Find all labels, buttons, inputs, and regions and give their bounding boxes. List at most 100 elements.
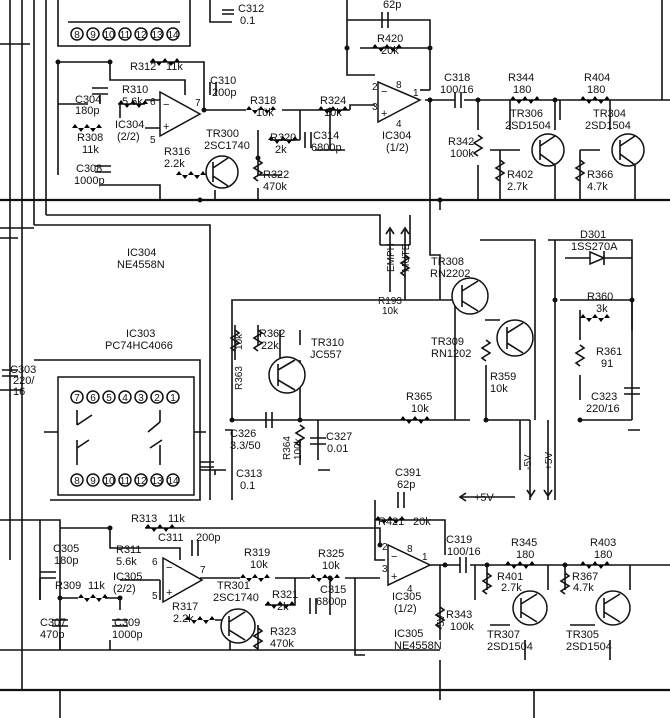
resistor-r325 xyxy=(310,574,340,582)
r361-ref: R361 xyxy=(596,346,622,358)
tr301-ref: TR301 xyxy=(217,580,250,592)
r322-ref: R322 xyxy=(263,169,289,181)
pin-label: 8 xyxy=(74,30,80,41)
svg-text:−: − xyxy=(391,551,397,563)
svg-text:1: 1 xyxy=(422,552,428,563)
transistor-tr308 xyxy=(451,277,489,315)
bottom-capacitors xyxy=(39,492,467,627)
c391-value: 62p xyxy=(397,479,415,491)
r312-value: 11k xyxy=(166,61,183,73)
pin-circle xyxy=(150,27,164,41)
svg-text:7: 7 xyxy=(195,98,201,109)
r404-ref: R404 xyxy=(584,72,610,84)
capacitor-c303 xyxy=(2,369,18,377)
svg-text:8: 8 xyxy=(407,544,413,555)
r403-ref: R403 xyxy=(590,537,616,549)
c315-value: 6800p xyxy=(316,596,347,608)
c303-ref: C303 xyxy=(10,364,36,376)
tr307-type: 2SD1504 xyxy=(487,641,533,653)
capacitor-c314 xyxy=(304,132,312,148)
middle-resistors xyxy=(229,254,610,447)
r366-ref: R366 xyxy=(587,169,613,181)
c310-ref: C310 xyxy=(210,75,236,87)
r359-value: 10k xyxy=(490,383,508,395)
tr304-type: 2SD1504 xyxy=(585,120,631,132)
diode-d301 xyxy=(589,250,606,266)
pin-circle xyxy=(134,390,148,404)
ic305-out-ref: IC305 xyxy=(392,591,421,603)
pin-label: 11 xyxy=(120,476,131,487)
r366-value: 4.7k xyxy=(587,181,608,193)
r421-value: 20k xyxy=(413,516,431,528)
pin-label: 6 xyxy=(90,393,96,404)
pin-circle xyxy=(102,27,116,41)
svg-text:6: 6 xyxy=(150,97,156,108)
ic305-out-part: (1/2) xyxy=(394,603,417,615)
ic303-chip: 7 6 5 4 3 2 1 8 9 10 11 12 13 14 xyxy=(44,376,206,496)
opamp-ic305-1: 2 3 8 4 1 − + xyxy=(382,542,432,595)
tr300-type: 2SC1740 xyxy=(204,140,250,152)
c327-value: 0.01 xyxy=(327,443,348,455)
svg-text:3: 3 xyxy=(382,564,388,575)
tr305-ref: TR305 xyxy=(566,629,599,641)
minus5-label: -5V xyxy=(523,454,534,470)
capacitor-c315 xyxy=(309,598,317,614)
capacitor-c309 xyxy=(112,619,128,627)
pin-circle xyxy=(118,390,132,404)
r316-ref: R316 xyxy=(164,146,190,158)
c307-ref: C307 xyxy=(40,617,66,629)
r367-value: 4.7k xyxy=(573,582,594,594)
r320-ref: R320 xyxy=(270,132,296,144)
tr306-type: 2SD1504 xyxy=(505,120,551,132)
bottom-resistors xyxy=(78,516,610,650)
c304-value: 180p xyxy=(75,105,99,117)
c312-ref: C312 xyxy=(238,3,264,15)
transistor-tr300 xyxy=(205,155,239,189)
c391-ref: C391 xyxy=(395,467,421,479)
r319-value: 10k xyxy=(250,559,268,571)
capacitor-c304 xyxy=(92,87,108,95)
bottom-transistors xyxy=(220,590,631,644)
pin-label: 9 xyxy=(90,476,96,487)
c314-value: 6800p xyxy=(311,142,342,154)
r321-ref: R321 xyxy=(272,589,298,601)
r365-ref: R365 xyxy=(406,391,432,403)
r313-value: 11k xyxy=(168,513,185,525)
pin-label: 2 xyxy=(154,393,160,404)
svg-text:6: 6 xyxy=(152,557,158,568)
pin-label: 4 xyxy=(122,393,128,404)
c309-ref: C309 xyxy=(114,617,140,629)
ic304-half-ref: IC304 xyxy=(115,119,144,131)
r344-ref: R344 xyxy=(508,72,534,84)
r309-ref: R309 xyxy=(55,580,81,592)
transistor-tr301 xyxy=(220,608,256,644)
c313-value: 0.1 xyxy=(240,480,255,492)
r318-value: 10k xyxy=(256,107,274,119)
svg-text:−: − xyxy=(381,86,387,98)
resistor-r345 xyxy=(505,561,535,569)
tr307-ref: TR307 xyxy=(487,629,520,641)
resistor-r313 xyxy=(145,524,175,532)
capacitor-62p xyxy=(381,12,389,28)
capacitor-c311 xyxy=(191,540,199,556)
top-capacitors xyxy=(92,9,462,173)
r313-ref: R313 xyxy=(131,513,157,525)
svg-text:5: 5 xyxy=(150,135,156,146)
capacitor-c310 xyxy=(209,82,217,95)
opamp-ic304-2: 6 5 7 − + xyxy=(150,90,202,146)
pin-circle xyxy=(86,27,100,41)
c318-value: 100/16 xyxy=(440,84,474,96)
r345-value: 180 xyxy=(516,549,534,561)
ic304-half-part: (2/2) xyxy=(117,131,140,143)
resistor-r361 xyxy=(574,344,586,367)
ic304-pin-row: 8 9 10 11 12 13 14 xyxy=(70,27,180,41)
labels-top: C312 0.1 62p R420 20k R312 11k C310 200p… xyxy=(74,0,631,193)
pin-circle xyxy=(150,390,164,404)
pin-label: 14 xyxy=(167,476,179,487)
r318-ref: R318 xyxy=(250,95,276,107)
capacitor-c318 xyxy=(454,92,462,108)
r367-ref: R367 xyxy=(572,571,598,583)
pin-label: 9 xyxy=(90,30,96,41)
resistor-r401 xyxy=(481,572,493,595)
c303-value-cont: 16 xyxy=(13,386,25,398)
